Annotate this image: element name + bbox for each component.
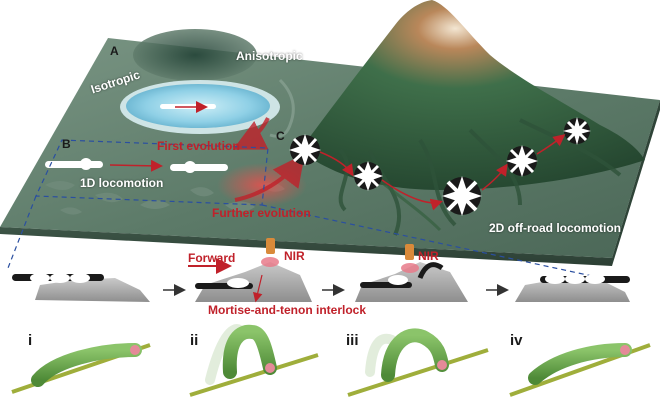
nir-label-step-3: NIR xyxy=(418,249,439,263)
caterpillar-stage-iv xyxy=(509,343,651,397)
stage-label-i: i xyxy=(28,332,33,349)
caterpillar-stage-i xyxy=(11,343,151,394)
step-1 xyxy=(12,273,150,302)
caterpillar-stage-iii xyxy=(347,328,489,397)
nir-label-step-2: NIR xyxy=(284,249,305,263)
one-d-locomotion-label: 1D locomotion xyxy=(80,176,164,190)
step-4 xyxy=(515,274,630,302)
crater xyxy=(133,29,295,138)
step-2 xyxy=(188,238,312,303)
walker-path xyxy=(319,134,566,211)
lake xyxy=(120,80,280,134)
nir-laser-1 xyxy=(261,238,279,267)
panel-letter-b: B xyxy=(62,137,71,151)
stage-label-ii: ii xyxy=(190,332,199,349)
nir-laser-2 xyxy=(401,244,419,273)
caterpillar-stage-ii xyxy=(189,324,319,397)
one-d-actuators xyxy=(45,158,228,173)
star-walkers xyxy=(289,117,591,216)
two-d-locomotion-label: 2D off-road locomotion xyxy=(489,221,621,235)
panel-letter-a: A xyxy=(110,44,119,58)
evolution-arrows xyxy=(217,117,307,207)
interlock-label: Mortise-and-tenon interlock xyxy=(208,303,367,317)
panel-b-box xyxy=(7,139,621,283)
forward-label: Forward xyxy=(188,251,236,265)
further-evolution-label: Further evolution xyxy=(212,206,311,220)
panel-letter-c: C xyxy=(276,129,285,143)
step-3 xyxy=(355,244,468,302)
anisotropic-label: Anisotropic xyxy=(236,49,303,63)
stage-label-iv: iv xyxy=(510,332,523,349)
stage-label-iii: iii xyxy=(346,332,359,349)
first-evolution-label: First evolution xyxy=(157,139,240,153)
